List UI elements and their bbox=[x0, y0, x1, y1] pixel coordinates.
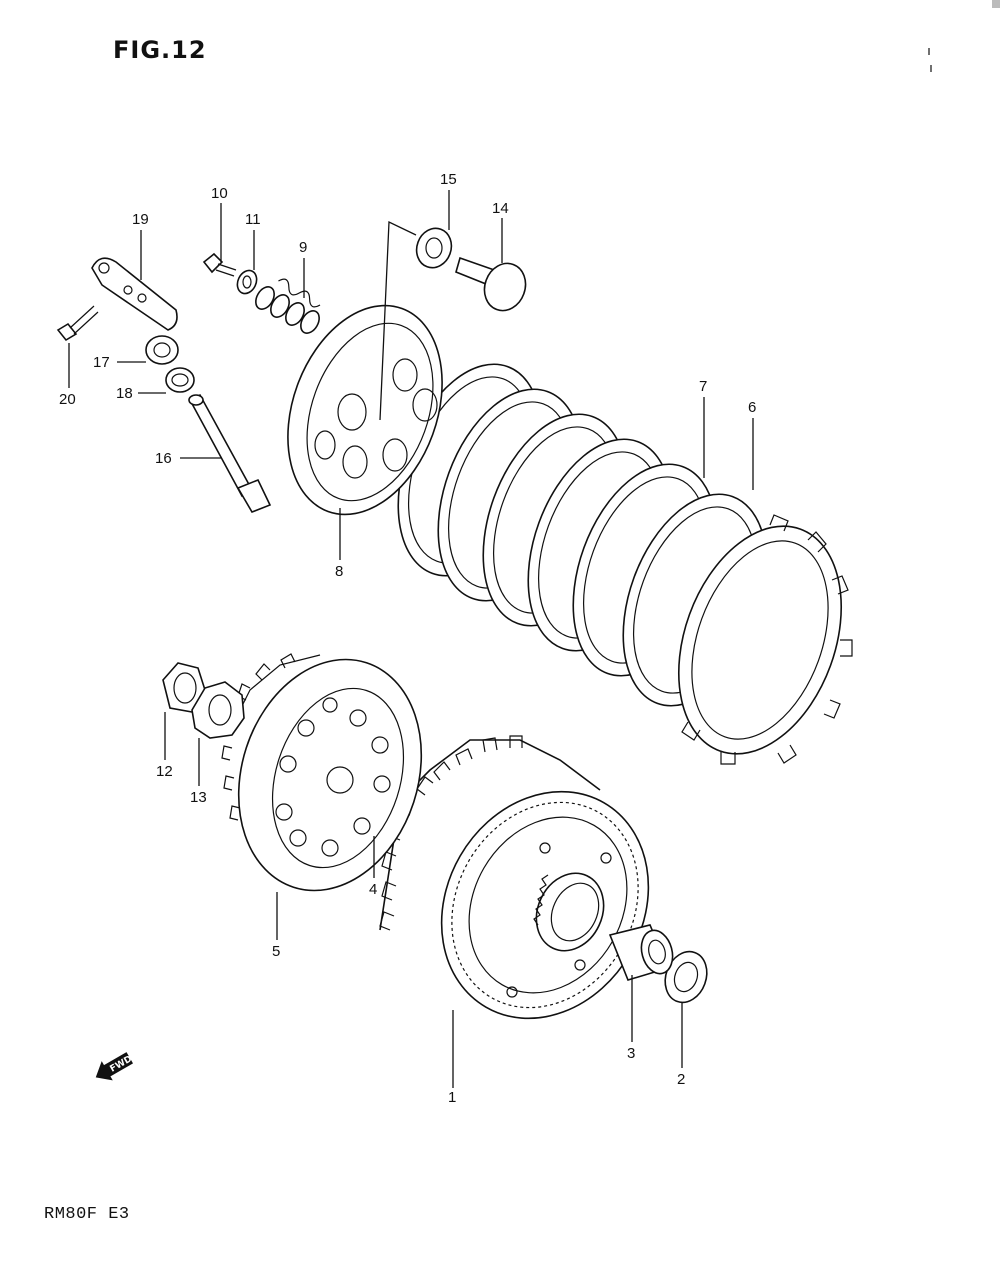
part-16-push-rod bbox=[188, 393, 272, 513]
part-3-spacer-bushing bbox=[608, 924, 674, 981]
leader-lines bbox=[68, 190, 754, 1088]
callout-17: 17 bbox=[93, 354, 110, 371]
part-18-o-ring bbox=[165, 367, 195, 393]
part-8-pressure-plate bbox=[287, 304, 443, 516]
callout-8: 8 bbox=[335, 563, 343, 580]
clutch-plate-stack bbox=[397, 363, 853, 765]
part-1-clutch-housing bbox=[379, 735, 650, 1020]
callout-11: 11 bbox=[245, 211, 261, 228]
part-5-clutch-sleeve-hub bbox=[221, 653, 423, 892]
model-code: RM80F E3 bbox=[44, 1205, 130, 1224]
callout-10: 10 bbox=[211, 185, 228, 202]
callout-3: 3 bbox=[627, 1045, 635, 1062]
part-11-washer bbox=[236, 269, 258, 295]
scan-marks bbox=[928, 0, 1000, 72]
callout-7: 7 bbox=[699, 378, 707, 395]
callout-19: 19 bbox=[132, 211, 149, 228]
callout-5: 5 bbox=[272, 943, 280, 960]
fwd-arrow-icon: FWD bbox=[95, 1052, 134, 1081]
part-9-clutch-spring bbox=[255, 278, 321, 334]
part-17-bushing bbox=[145, 335, 179, 365]
part-19-release-lever bbox=[91, 257, 178, 331]
callout-18: 18 bbox=[116, 385, 133, 402]
callout-9: 9 bbox=[299, 239, 307, 256]
part-14-push-piece bbox=[455, 256, 527, 312]
callout-16: 16 bbox=[155, 450, 172, 467]
callout-6: 6 bbox=[748, 399, 756, 416]
figure-title: FIG.12 bbox=[113, 36, 207, 64]
callout-2: 2 bbox=[677, 1071, 685, 1088]
callout-labels: 1 2 3 4 5 6 7 8 9 10 11 12 13 14 15 16 1… bbox=[59, 171, 756, 1106]
part-13-lock-washer bbox=[191, 681, 245, 739]
callout-14: 14 bbox=[492, 200, 509, 217]
callout-12: 12 bbox=[156, 763, 173, 780]
callout-20: 20 bbox=[59, 391, 76, 408]
part-20-bolt bbox=[56, 305, 99, 342]
callout-4: 4 bbox=[369, 881, 377, 898]
callout-13: 13 bbox=[190, 789, 207, 806]
callout-15: 15 bbox=[440, 171, 457, 188]
callout-1: 1 bbox=[448, 1089, 456, 1106]
part-10-bolt bbox=[202, 252, 237, 277]
part-15-bearing-washer bbox=[415, 227, 453, 269]
